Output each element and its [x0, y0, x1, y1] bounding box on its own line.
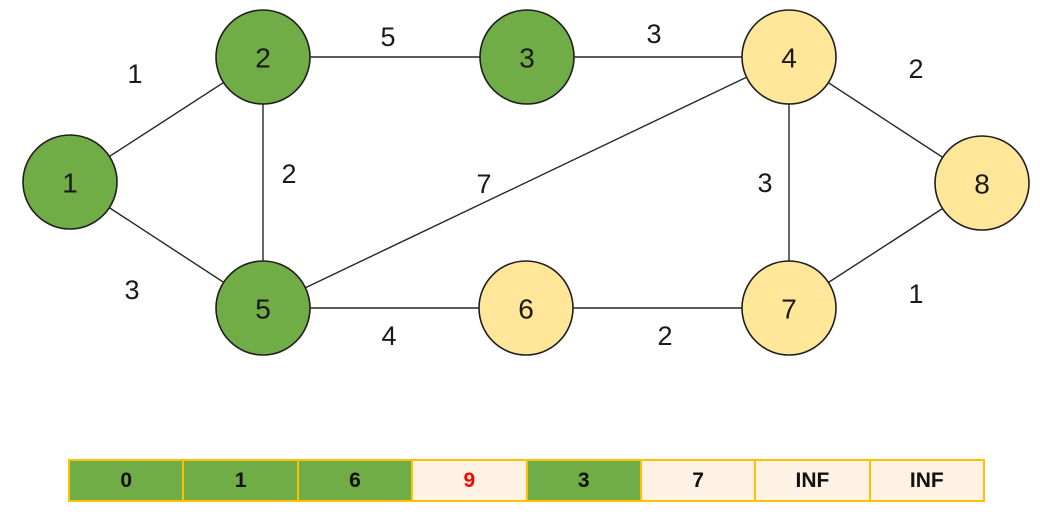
node-2-circle — [215, 9, 311, 105]
distance-cell-7: INF — [754, 461, 869, 500]
distance-cell-4: 9 — [411, 461, 526, 500]
edge-weight-5-4: 7 — [476, 169, 491, 199]
graph-nodes: 1 2 3 4 5 6 7 — [22, 9, 1030, 356]
node-1-label: 1 — [62, 168, 78, 199]
distance-cell-8: INF — [868, 461, 983, 500]
edge-weight-2-5: 2 — [281, 159, 296, 189]
distance-cell-6: 7 — [639, 461, 755, 500]
node-3-label: 3 — [519, 43, 535, 74]
node-3: 3 — [479, 9, 575, 105]
edge-weight-1-2: 1 — [127, 59, 142, 89]
distance-cell-1: 0 — [70, 461, 183, 500]
node-5: 5 — [215, 260, 311, 356]
node-8-circle — [934, 135, 1030, 231]
distance-cell-5: 3 — [525, 461, 640, 500]
node-8: 8 — [934, 135, 1030, 231]
node-1-circle — [22, 134, 118, 230]
node-4: 4 — [741, 9, 837, 105]
edge-weight-7-8: 1 — [908, 279, 923, 309]
node-3-circle — [479, 9, 575, 105]
distance-cell-2: 1 — [182, 461, 297, 500]
node-7-label: 7 — [781, 294, 797, 325]
node-6: 6 — [478, 260, 574, 356]
node-7-circle — [741, 260, 837, 356]
node-5-circle — [215, 260, 311, 356]
node-5-label: 5 — [255, 294, 271, 325]
distance-array: 0 1 6 9 3 7 INF INF — [68, 459, 985, 502]
node-8-label: 8 — [974, 169, 990, 200]
node-2: 2 — [215, 9, 311, 105]
distance-cell-3: 6 — [296, 461, 412, 500]
node-1: 1 — [22, 134, 118, 230]
edge-weight-4-8: 2 — [908, 54, 923, 84]
edge-weight-5-6: 4 — [381, 321, 396, 351]
edge-weight-6-7: 2 — [657, 321, 672, 351]
edge-weight-4-7: 3 — [757, 168, 772, 198]
graph-canvas: 1 5 3 2 2 7 3 3 4 2 1 1 2 3 — [22, 9, 1030, 356]
node-7: 7 — [741, 260, 837, 356]
node-6-circle — [478, 260, 574, 356]
edge-5-4 — [262, 56, 790, 309]
node-4-circle — [741, 9, 837, 105]
node-6-label: 6 — [518, 294, 534, 325]
node-2-label: 2 — [255, 43, 271, 74]
edge-weight-3-4: 3 — [646, 19, 661, 49]
node-4-label: 4 — [781, 43, 797, 74]
edge-weight-2-3: 5 — [380, 22, 395, 52]
edge-weight-labels: 1 5 3 2 2 7 3 3 4 2 1 — [124, 19, 923, 351]
edge-weight-1-5: 3 — [124, 275, 139, 305]
